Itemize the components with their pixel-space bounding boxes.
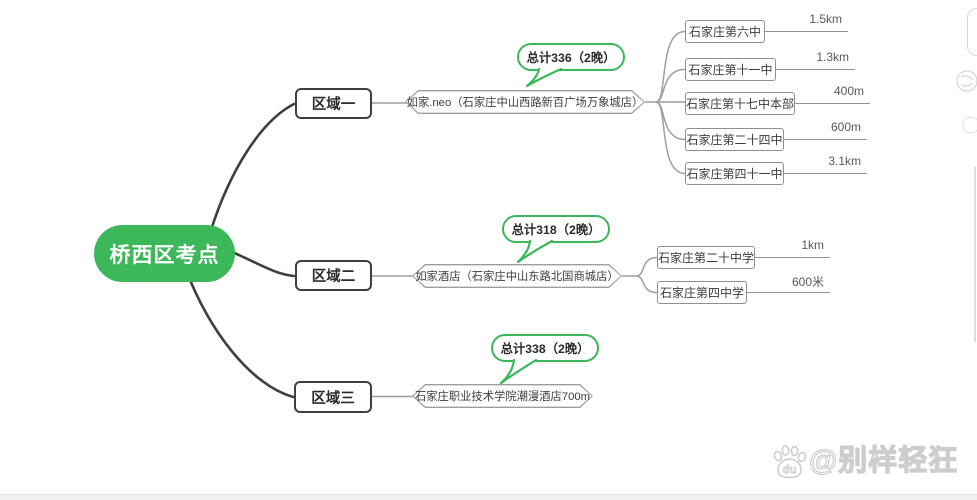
school-node[interactable]: 石家庄第十七中本部 [685, 92, 795, 115]
hotel-node-2[interactable]: 如家酒店（石家庄中山东路北国商城店） [412, 264, 622, 288]
total-badge-1[interactable]: 总计336（2晚） [517, 43, 625, 88]
baidu-paw-du-icon: du [773, 445, 807, 479]
callout-tail [516, 239, 554, 264]
badge-label: 总计318（2晚） [502, 215, 610, 243]
distance-node[interactable]: 3.1km [784, 154, 867, 174]
total-badge-3[interactable]: 总计338（2晚） [491, 334, 599, 385]
school-node[interactable]: 石家庄第十一中 [685, 58, 776, 81]
bottom-bar [0, 494, 977, 500]
school-node[interactable]: 石家庄第四中学 [657, 281, 747, 304]
cutoff-node-fragment [967, 8, 977, 56]
watermark-handle: @别样轻狂 [808, 444, 959, 477]
hotel-node-1[interactable]: 如家.neo（石家庄中山西路新百广场万象城店） [405, 90, 645, 114]
school-node[interactable]: 石家庄第二十四中 [685, 128, 784, 151]
hotel-label: 如家.neo（石家庄中山西路新百广场万象城店） [406, 97, 644, 109]
distance-node[interactable]: 400m [795, 84, 870, 104]
paw-du-text: du [783, 464, 796, 476]
zone-1-node[interactable]: 区域一 [295, 88, 372, 119]
callout-tail [499, 358, 538, 385]
school-node[interactable]: 石家庄第四十一中 [685, 162, 784, 185]
hotel-node-3[interactable]: 石家庄职业技术学院潮漫酒店700m [412, 384, 593, 408]
distance-node[interactable]: 1.5km [765, 12, 848, 32]
hotel-label: 石家庄职业技术学院潮漫酒店700m [414, 391, 591, 403]
zone-2-node[interactable]: 区域二 [295, 260, 372, 291]
root-node[interactable]: 桥西区考点 [94, 225, 235, 282]
hexagon-fill [406, 91, 643, 112]
scrollbar-line[interactable] [974, 167, 976, 342]
distance-node[interactable]: 600米 [747, 273, 830, 293]
edge-watermark-glyph [962, 116, 977, 134]
zone-3-node[interactable]: 区域三 [294, 381, 372, 413]
callout-tail [525, 67, 563, 88]
hotel-label: 如家酒店（石家庄中山东路北国商城店） [415, 271, 619, 283]
badge-label: 总计336（2晚） [517, 43, 625, 71]
school-node[interactable]: 石家庄第二十中学 [657, 246, 755, 269]
hexagon-fill [413, 385, 591, 406]
edge-watermark-glyph [956, 70, 977, 92]
hexagon-fill [413, 265, 620, 286]
watermark: du @别样轻狂 [771, 444, 959, 479]
distance-node[interactable]: 1.3km [776, 50, 855, 70]
school-node[interactable]: 石家庄第六中 [685, 20, 765, 43]
distance-node[interactable]: 600m [784, 120, 867, 140]
distance-node[interactable]: 1km [755, 238, 830, 258]
total-badge-2[interactable]: 总计318（2晚） [502, 215, 610, 264]
badge-label: 总计338（2晚） [491, 334, 599, 362]
